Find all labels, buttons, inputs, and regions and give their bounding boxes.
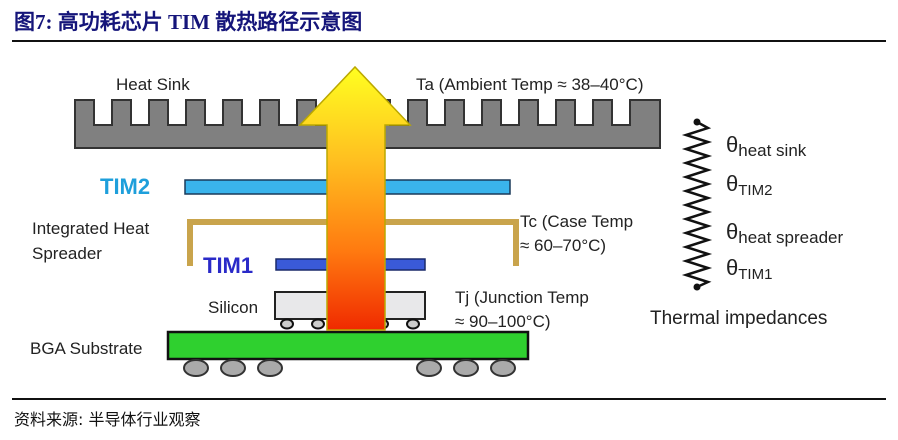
solder-bump bbox=[280, 318, 294, 330]
figure-title: 图7: 高功耗芯片 TIM 散热路径示意图 bbox=[14, 10, 363, 34]
thermal-resistor-icon bbox=[681, 120, 713, 289]
theta-heat-sink: θheat sink bbox=[726, 132, 807, 160]
bga-substrate bbox=[166, 330, 530, 361]
theta-heat-spreader: θheat spreader bbox=[726, 219, 843, 247]
heat-flow-arrow bbox=[298, 65, 412, 331]
ihs-label-line1: Integrated Heat bbox=[32, 219, 149, 238]
top-divider bbox=[12, 40, 886, 42]
case-temp-line1: Tc (Case Temp bbox=[520, 212, 633, 231]
tim2-label: TIM2 bbox=[100, 174, 150, 199]
theta-tim2: θTIM2 bbox=[726, 171, 772, 199]
bga-ball bbox=[416, 359, 442, 377]
junction-temp-line2: ≈ 90–100°C) bbox=[455, 312, 551, 331]
bga-balls bbox=[183, 359, 516, 377]
source-note: 资料来源: 半导体行业观察 bbox=[14, 410, 201, 429]
ambient-temp-label: Ta (Ambient Temp ≈ 38–40°C) bbox=[416, 75, 643, 94]
thermal-impedances-caption: Thermal impedances bbox=[650, 308, 827, 329]
solder-bump bbox=[311, 318, 325, 330]
ihs-label-line2: Spreader bbox=[32, 244, 102, 263]
theta-tim1: θTIM1 bbox=[726, 255, 772, 283]
resistor-node-bottom bbox=[693, 283, 701, 291]
resistor-node-top bbox=[693, 118, 701, 126]
bga-ball bbox=[257, 359, 283, 377]
bga-ball bbox=[183, 359, 209, 377]
tim1-label: TIM1 bbox=[203, 253, 253, 278]
case-temp-line2: ≈ 60–70°C) bbox=[520, 236, 606, 255]
bottom-divider bbox=[12, 398, 886, 400]
solder-bump bbox=[406, 318, 420, 330]
heat-sink-label: Heat Sink bbox=[116, 75, 190, 94]
bga-ball bbox=[453, 359, 479, 377]
junction-temp-line1: Tj (Junction Temp bbox=[455, 288, 589, 307]
bga-ball bbox=[490, 359, 516, 377]
bga-substrate-label: BGA Substrate bbox=[30, 339, 142, 358]
bga-ball bbox=[220, 359, 246, 377]
silicon-label: Silicon bbox=[208, 298, 258, 317]
